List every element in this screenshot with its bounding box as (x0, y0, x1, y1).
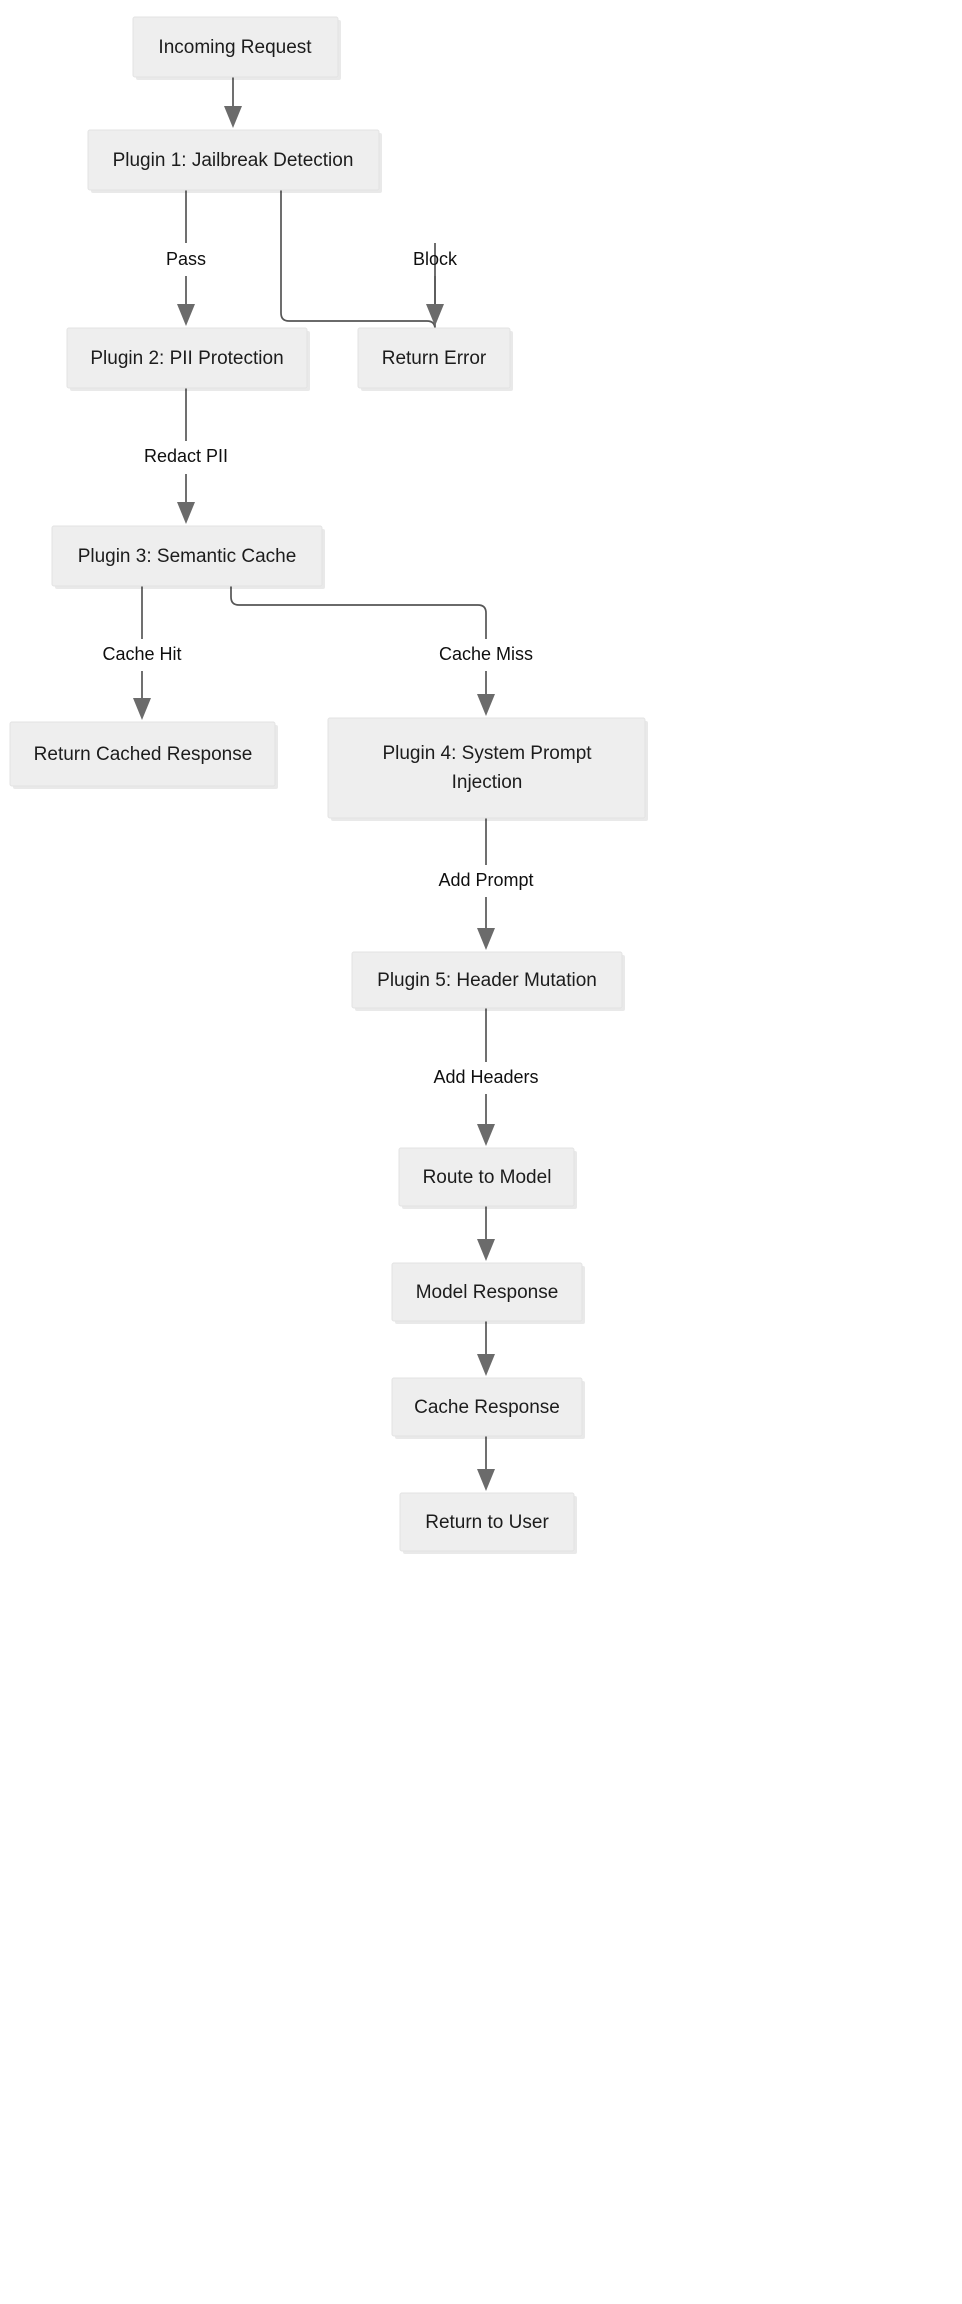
node-plugin3-semantic-cache[interactable]: Plugin 3: Semantic Cache (51, 525, 325, 589)
node-rect (351, 951, 623, 1009)
node-rect (357, 327, 511, 389)
edge-plugin4-to-plugin5: Add Prompt (438, 818, 534, 950)
edge-incoming-to-plugin1 (224, 75, 242, 128)
edge-plugin5-to-route-model: Add Headers (433, 1008, 539, 1146)
edge-label-cache-hit: Cache Hit (102, 644, 181, 664)
node-plugin5-header-mutation[interactable]: Plugin 5: Header Mutation (351, 951, 625, 1011)
node-label: Plugin 1: Jailbreak Detection (113, 150, 354, 171)
node-plugin2-pii-protection[interactable]: Plugin 2: PII Protection (66, 327, 310, 391)
edge-plugin1-to-plugin2: Pass (166, 190, 206, 326)
node-return-cached-response[interactable]: Return Cached Response (9, 721, 278, 789)
node-label-line1: Plugin 4: System Prompt (382, 743, 592, 764)
edge-layer: Pass Block Redact PII Cache H (102, 75, 539, 1491)
edge-label-add-prompt: Add Prompt (438, 870, 533, 890)
edge-line-upper (230, 586, 487, 639)
arrow-head-icon (477, 1239, 495, 1261)
node-label: Model Response (416, 1282, 559, 1303)
node-rect (87, 129, 380, 191)
arrow-head-icon (477, 928, 495, 950)
node-rect (391, 1377, 583, 1437)
node-label: Return Cached Response (34, 744, 253, 765)
arrow-head-icon (224, 106, 242, 128)
edge-cache-response-to-return-user (477, 1436, 495, 1491)
arrow-head-icon (426, 304, 444, 326)
node-label: Plugin 2: PII Protection (90, 348, 283, 369)
node-plugin1-jailbreak-detection[interactable]: Plugin 1: Jailbreak Detection (87, 129, 382, 193)
arrow-head-icon (477, 1469, 495, 1491)
node-plugin4-system-prompt-injection[interactable]: Plugin 4: System Prompt Injection (327, 717, 648, 821)
node-label: Return Error (382, 348, 487, 369)
edge-plugin3-to-cached-response: Cache Hit (102, 586, 182, 720)
node-label: Cache Response (414, 1397, 560, 1418)
edge-label-block: Block (413, 249, 458, 269)
node-label: Incoming Request (158, 37, 312, 58)
node-model-response[interactable]: Model Response (391, 1262, 585, 1324)
arrow-head-icon (477, 694, 495, 716)
node-rect (398, 1147, 575, 1207)
node-label-line2: Injection (452, 772, 523, 793)
edge-plugin3-to-plugin4: Cache Miss (230, 586, 533, 716)
node-rect (132, 16, 339, 78)
node-rect (9, 721, 276, 787)
edge-label-redact-pii: Redact PII (144, 446, 228, 466)
node-return-to-user[interactable]: Return to User (399, 1492, 577, 1554)
node-rect (327, 717, 646, 819)
edge-plugin2-to-plugin3: Redact PII (144, 388, 228, 524)
edge-label-pass: Pass (166, 249, 206, 269)
arrow-head-icon (477, 1354, 495, 1376)
edge-plugin1-to-return-error: Block (280, 190, 458, 330)
node-route-to-model[interactable]: Route to Model (398, 1147, 577, 1209)
edge-label-add-headers: Add Headers (433, 1067, 538, 1087)
node-rect (51, 525, 323, 587)
arrow-head-icon (133, 698, 151, 720)
arrow-head-icon (177, 502, 195, 524)
node-label: Plugin 5: Header Mutation (377, 970, 597, 991)
edge-label-cache-miss: Cache Miss (439, 644, 533, 664)
node-rect (399, 1492, 575, 1552)
node-cache-response[interactable]: Cache Response (391, 1377, 585, 1439)
node-return-error[interactable]: Return Error (357, 327, 513, 391)
node-incoming-request[interactable]: Incoming Request (132, 16, 341, 80)
node-rect (391, 1262, 583, 1322)
arrow-head-icon (477, 1124, 495, 1146)
node-label: Route to Model (423, 1167, 552, 1188)
edge-route-model-to-model-response (477, 1206, 495, 1261)
node-label: Plugin 3: Semantic Cache (78, 546, 297, 567)
node-rect (66, 327, 308, 389)
edge-model-response-to-cache-response (477, 1321, 495, 1376)
edge-line-upper (280, 190, 436, 330)
node-label: Return to User (425, 1512, 549, 1533)
node-layer: Incoming Request Plugin 1: Jailbreak Det… (9, 16, 648, 1554)
arrow-head-icon (177, 304, 195, 326)
